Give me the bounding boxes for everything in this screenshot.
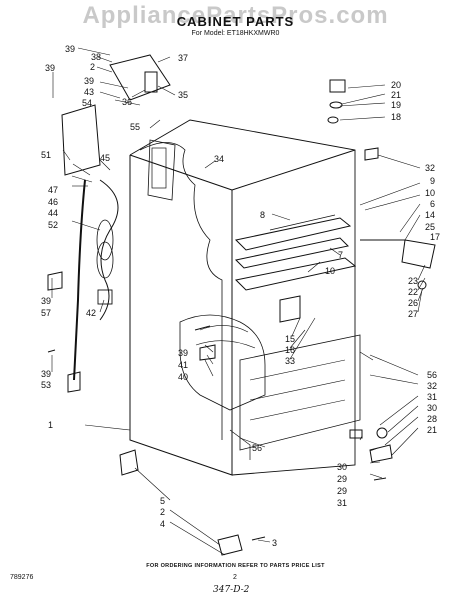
- callout-8: 8: [260, 210, 266, 220]
- callout-57: 57: [41, 308, 52, 318]
- callout-5: 5: [160, 496, 166, 506]
- callout-6: 6: [430, 199, 436, 209]
- callout-26: 28: [427, 414, 438, 424]
- callout-22: 23: [408, 276, 419, 286]
- callout-45: 43: [84, 87, 95, 97]
- callout-3: 3: [272, 538, 278, 548]
- ordering-info-footer: FOR ORDERING INFORMATION REFER TO PARTS …: [146, 563, 325, 569]
- diagram-code: 789276: [10, 574, 34, 581]
- callout-30: 30: [427, 403, 438, 413]
- handwritten-note: 347-D-2: [213, 585, 250, 595]
- callout-48: 46: [48, 197, 59, 207]
- callout-36: 34: [214, 154, 225, 164]
- callout-1: 1: [48, 420, 54, 430]
- callout-28: 29: [337, 486, 348, 496]
- callout-15: 16: [285, 345, 296, 355]
- callout-41-e: 39: [178, 348, 189, 358]
- callout-41-c: 39: [41, 296, 52, 306]
- callout-33: 31: [337, 498, 348, 508]
- callout-40: 38: [91, 52, 102, 62]
- callout-16: 17: [430, 232, 441, 242]
- callout-31: 31: [427, 392, 438, 402]
- callout-35: 33: [285, 356, 296, 366]
- callout-49: 47: [48, 185, 59, 195]
- callout-37: 35: [178, 90, 189, 100]
- callout-55: 56: [427, 370, 438, 380]
- callout-7: 7: [338, 250, 344, 260]
- callout-32: 32: [427, 381, 438, 391]
- diagram-title: CABINET PARTS: [176, 14, 295, 29]
- callout-42: 40: [178, 372, 189, 382]
- callout-9: 9: [430, 176, 436, 186]
- callout-47: 45: [100, 153, 111, 163]
- callout-17: 19: [391, 100, 402, 110]
- callout-38: 36: [122, 97, 133, 107]
- callout-29: 30: [337, 462, 348, 472]
- callout-41-b: 39: [84, 76, 95, 86]
- callout-2-top: 2: [90, 62, 96, 72]
- callout-4: 4: [160, 519, 166, 529]
- callout-34: 32: [425, 163, 436, 173]
- callout-13: 14: [425, 210, 436, 220]
- callout-27: 29: [337, 474, 348, 484]
- callout-24: 26: [408, 298, 419, 308]
- callout-56: 56: [252, 443, 263, 453]
- watermark-text: AppliancePartsPros.com: [82, 2, 389, 29]
- callout-14: 15: [285, 334, 296, 344]
- callout-2: 2: [160, 507, 166, 517]
- callout-41-left: 39: [45, 63, 56, 73]
- callout-10: 10: [425, 188, 436, 198]
- callout-25: 27: [408, 309, 419, 319]
- callout-10-mid: 10: [325, 266, 336, 276]
- callout-41: 39: [65, 44, 76, 54]
- callout-18: 18: [391, 112, 402, 122]
- model-subtitle: For Model: ET18HKXMWR0: [191, 30, 280, 37]
- callout-41-d: 39: [41, 369, 52, 379]
- callout-19: 20: [391, 80, 402, 90]
- callout-51: 52: [48, 220, 59, 230]
- callout-54: 55: [130, 122, 141, 132]
- callout-50: 51: [41, 150, 52, 160]
- callout-43: 41: [178, 360, 189, 370]
- callout-20: 21: [391, 90, 402, 100]
- callout-39: 37: [178, 53, 189, 63]
- page-number: 2: [233, 574, 237, 581]
- callout-46: 44: [48, 208, 59, 218]
- callout-52: 53: [41, 380, 52, 390]
- callout-20-b: 21: [427, 425, 438, 435]
- callout-23: 25: [425, 222, 436, 232]
- callout-53: 54: [82, 98, 93, 108]
- callout-44: 42: [86, 308, 97, 318]
- callout-21: 22: [408, 287, 419, 297]
